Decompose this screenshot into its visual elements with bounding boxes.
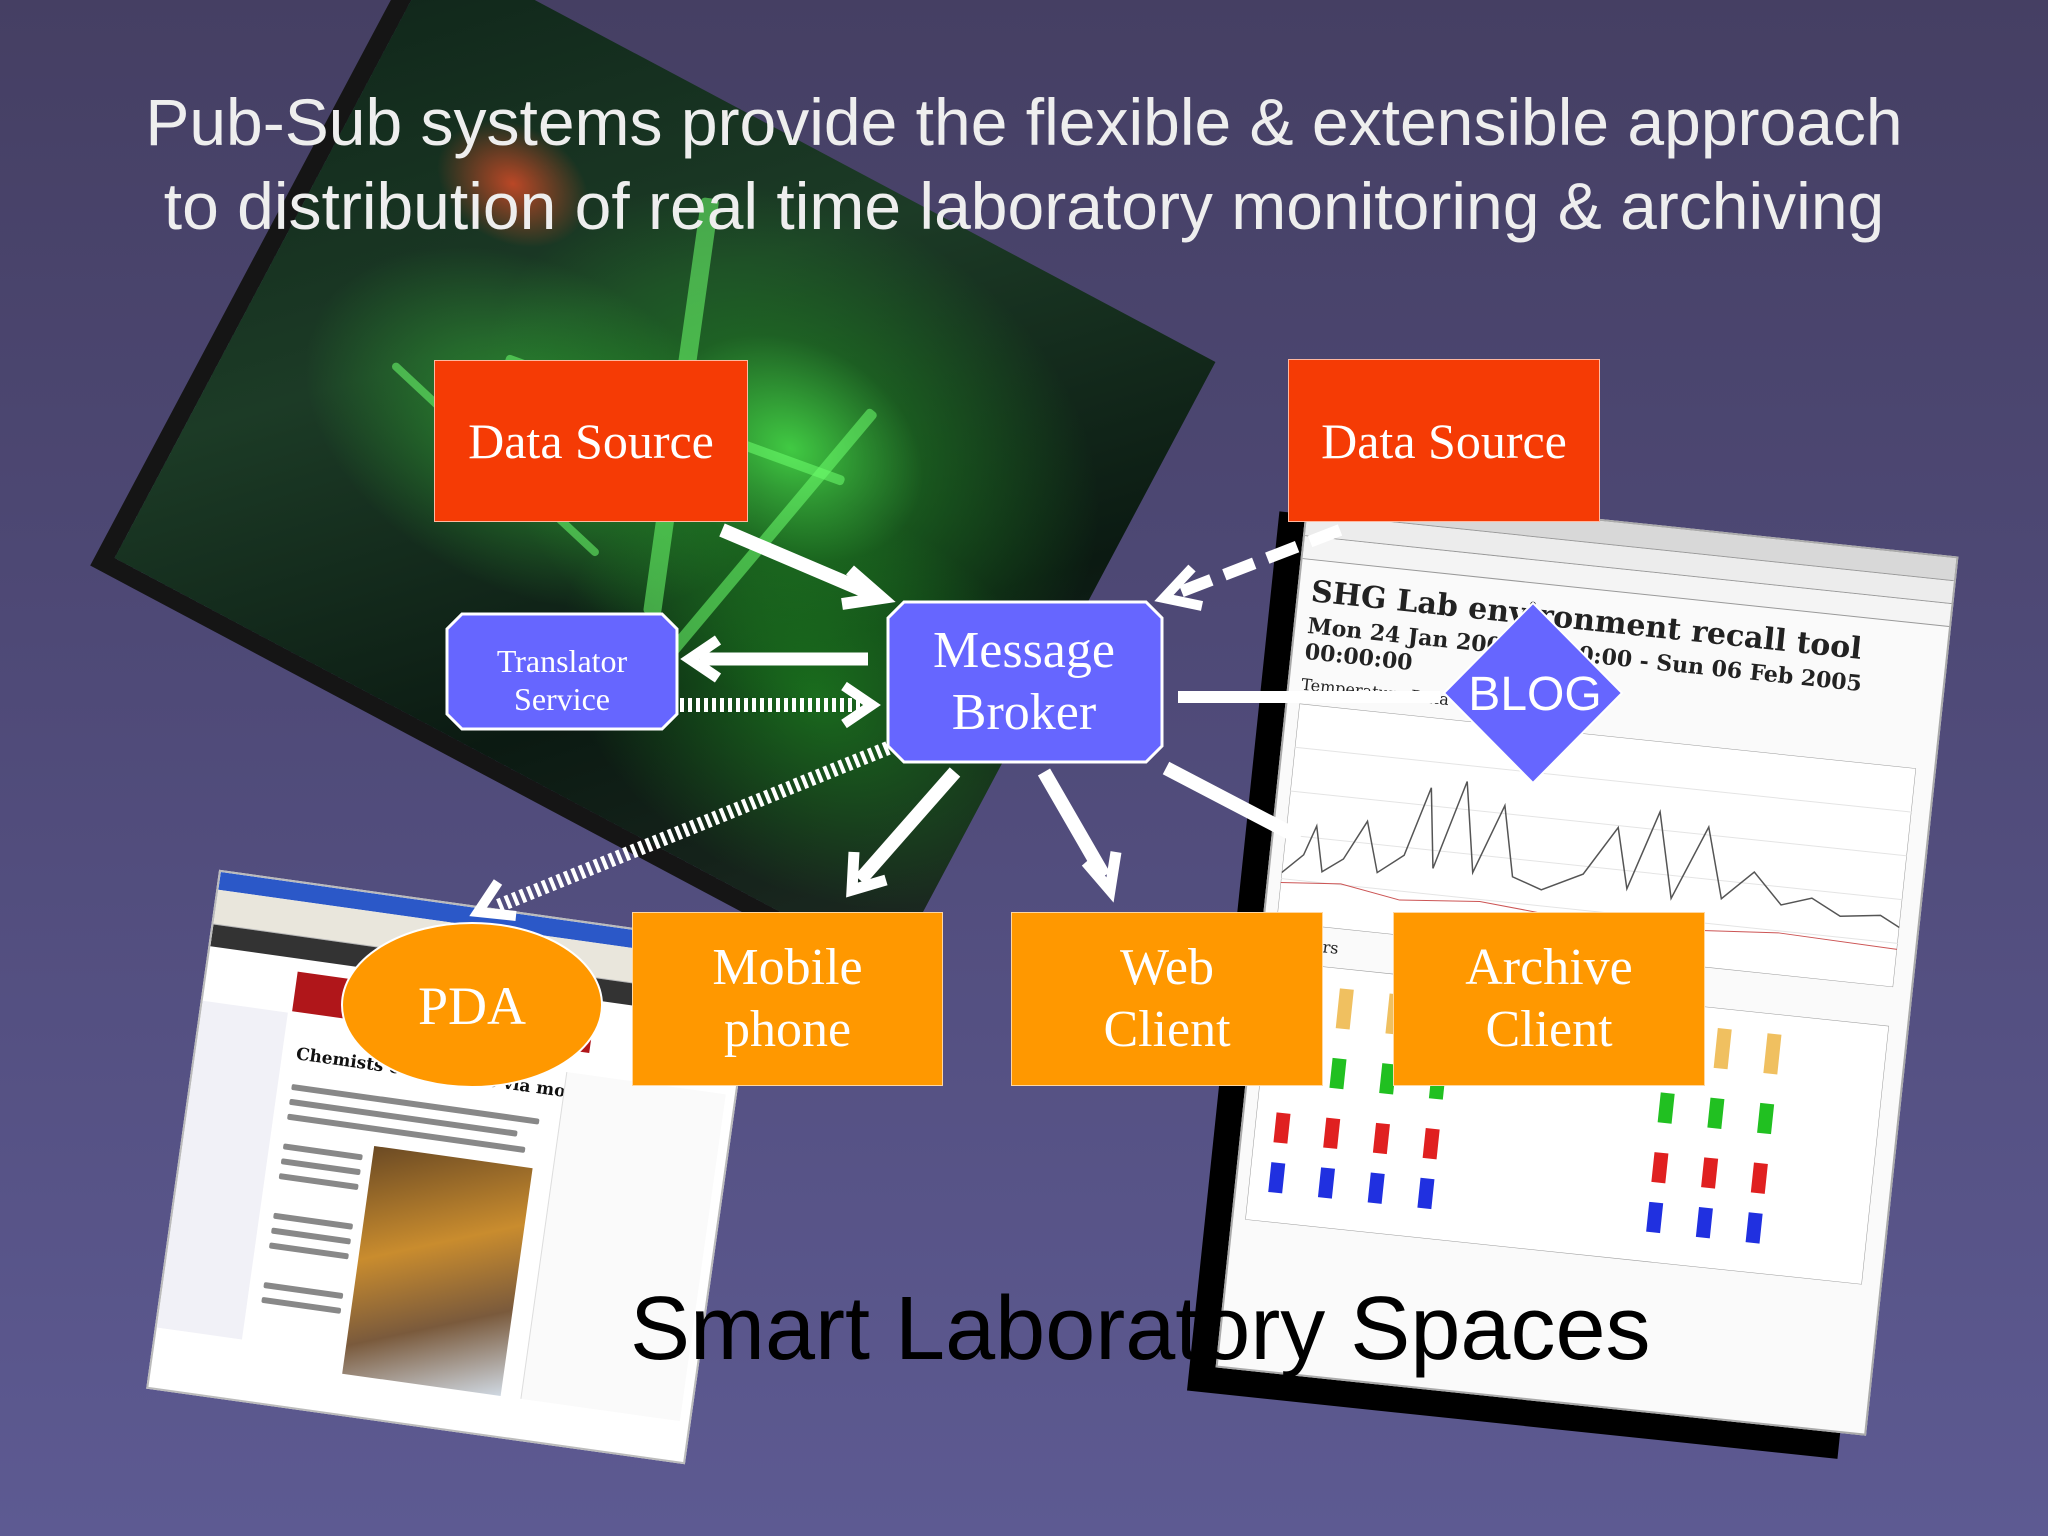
title-line-1: Pub-Sub systems provide the flexible & e… (145, 85, 1903, 159)
data-source-box-2: Data Source (1288, 359, 1600, 522)
title-line-2: to distribution of real time laboratory … (163, 169, 1885, 243)
pda-label: PDA (417, 975, 527, 1036)
translator-service-label: Translator Service (496, 642, 628, 717)
footer-caption: Smart Laboratory Spaces (630, 1279, 1651, 1379)
translator-service-box (445, 612, 679, 731)
message-broker-label: Message Broker (933, 621, 1115, 741)
arrow-source1-to-broker (719, 523, 896, 610)
arrow-source2-to-broker (1154, 524, 1343, 611)
archive-client-box: Archive Client (1393, 912, 1705, 1086)
blog-diamond (1442, 601, 1624, 785)
data-source-box-1: Data Source (434, 360, 748, 522)
blog-label: BLOG (1468, 668, 1602, 722)
mobile-phone-box: Mobile phone (632, 912, 943, 1086)
arrow-broker-to-web (1037, 768, 1122, 903)
arrow-translator-to-broker (680, 681, 881, 729)
slide-title: Pub-Sub systems provide the flexible & e… (0, 80, 2048, 248)
arrow-broker-to-archive (1162, 761, 1304, 845)
web-client-box: Web Client (1011, 912, 1323, 1086)
arrow-broker-to-pda (469, 741, 891, 921)
arrow-broker-to-mobile (846, 767, 961, 898)
arrow-broker-to-translator (680, 635, 868, 683)
message-broker-box (886, 600, 1164, 764)
pda-ellipse (341, 922, 603, 1088)
